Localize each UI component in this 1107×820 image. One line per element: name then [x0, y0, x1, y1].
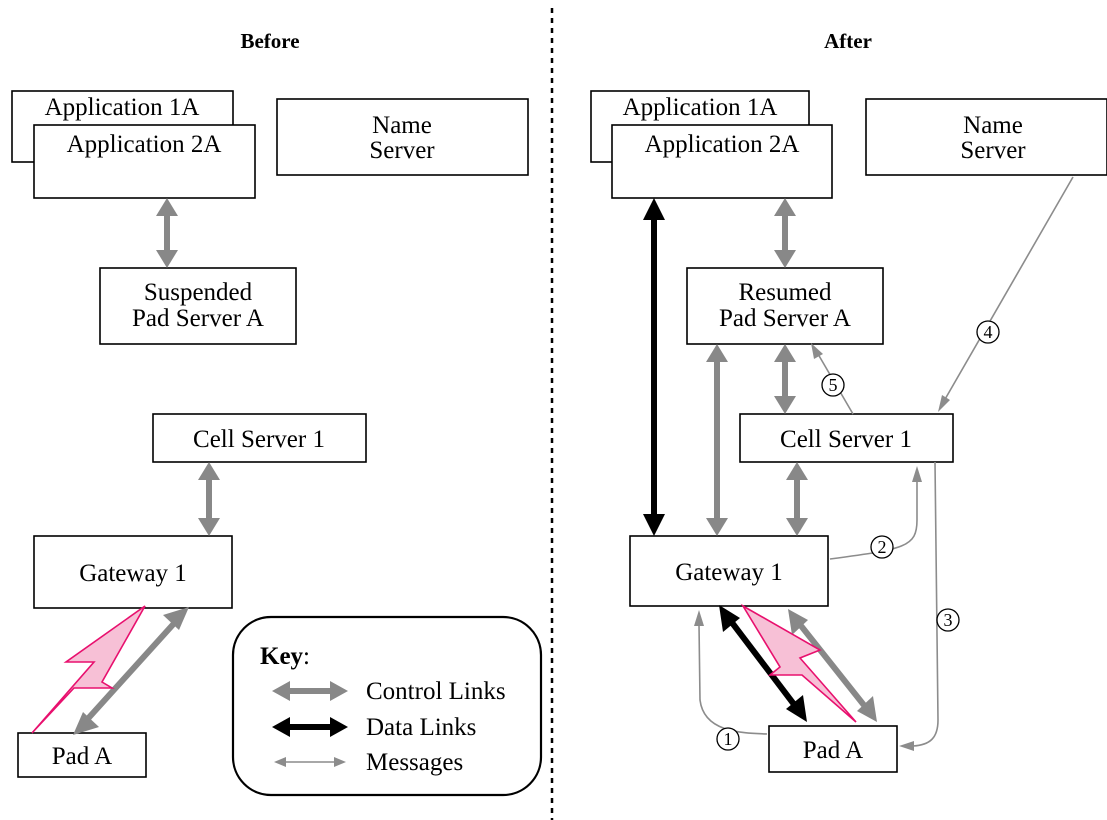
after-name-server-box [865, 98, 1107, 176]
before-application-2a-box [33, 124, 256, 199]
step-4-marker [976, 320, 1000, 344]
after-cell-server-label: Cell Server 1 [780, 426, 912, 453]
after-control-link-app-padserver [774, 198, 796, 268]
before-name-server-box [276, 98, 529, 176]
after-pad-box [768, 725, 898, 773]
step-2-label: 2 [878, 537, 887, 557]
after-pad-server-label-2: Pad Server A [719, 305, 851, 332]
before-control-link-gateway-pad [73, 607, 189, 735]
before-application-2a-label: Application 2A [67, 131, 222, 158]
after-message-5: 5 [811, 343, 854, 415]
before-control-link-app-padserver [156, 198, 178, 268]
after-wireless-bolt-icon [740, 603, 857, 723]
after-data-link-gateway-pad [719, 605, 807, 722]
before-panel: Application 1A Application 2A Name Serve… [11, 90, 529, 778]
after-gateway-box [629, 535, 829, 607]
before-wireless-bolt-icon [31, 605, 146, 734]
before-title: Before [240, 29, 299, 53]
before-name-server-label-2: Server [369, 137, 435, 164]
before-application-1a-label: Application 1A [45, 94, 200, 121]
after-cell-server-box [739, 413, 954, 463]
after-name-server-label-1: Name [963, 112, 1023, 139]
legend-data-label: Data Links [366, 714, 476, 741]
after-pad-label: Pad A [803, 737, 863, 764]
after-control-link-cell-gateway [786, 462, 808, 536]
before-control-link-cell-gateway [198, 462, 220, 536]
before-pad-server-label-2: Pad Server A [132, 305, 264, 332]
after-pad-server-label-1: Resumed [738, 279, 832, 306]
before-pad-label: Pad A [52, 743, 112, 770]
legend-control-swatch [272, 681, 348, 701]
legend-data-swatch [272, 717, 348, 737]
after-control-link-padserver-gateway [706, 344, 728, 536]
after-data-link-app-gateway [643, 198, 665, 536]
after-message-4: 4 [938, 176, 1074, 412]
after-application-2a-box [611, 124, 833, 199]
legend-message-label: Messages [366, 749, 463, 776]
legend-message-swatch [274, 757, 346, 767]
before-pad-box [17, 732, 147, 778]
legend-control-label: Control Links [366, 678, 506, 705]
before-cell-server-box [152, 413, 367, 463]
step-3-label: 3 [944, 610, 953, 630]
before-name-server-label-1: Name [372, 112, 432, 139]
after-application-2a-label: Application 2A [645, 131, 800, 158]
step-3-marker [936, 608, 960, 632]
step-4-label: 4 [984, 322, 993, 342]
after-control-link-gateway-pad [788, 609, 877, 722]
before-gateway-label: Gateway 1 [79, 560, 187, 587]
legend-box [231, 615, 543, 797]
after-name-server-label-2: Server [960, 137, 1026, 164]
step-1-marker [716, 727, 740, 751]
after-panel: Application 1A Application 2A Name Serve… [590, 90, 1107, 773]
after-control-link-padserver-cell [774, 344, 796, 414]
after-title: After [824, 29, 872, 53]
after-pad-server-box [686, 267, 884, 345]
after-message-2: 2 [829, 466, 922, 560]
after-application-1a-label: Application 1A [623, 94, 778, 121]
after-message-1: 1 [694, 610, 768, 751]
before-pad-server-box [99, 267, 297, 345]
legend-title: Key: [260, 643, 310, 670]
before-pad-server-label-1: Suspended [144, 279, 253, 306]
after-message-3: 3 [899, 461, 960, 751]
step-2-marker [870, 535, 894, 559]
before-gateway-box [33, 535, 233, 609]
legend: Key: Control Links Data Links Messages [231, 615, 543, 797]
after-gateway-label: Gateway 1 [675, 559, 783, 586]
step-1-label: 1 [724, 729, 733, 749]
before-cell-server-label: Cell Server 1 [193, 426, 325, 453]
step-5-marker [821, 373, 845, 397]
step-5-label: 5 [829, 375, 838, 395]
